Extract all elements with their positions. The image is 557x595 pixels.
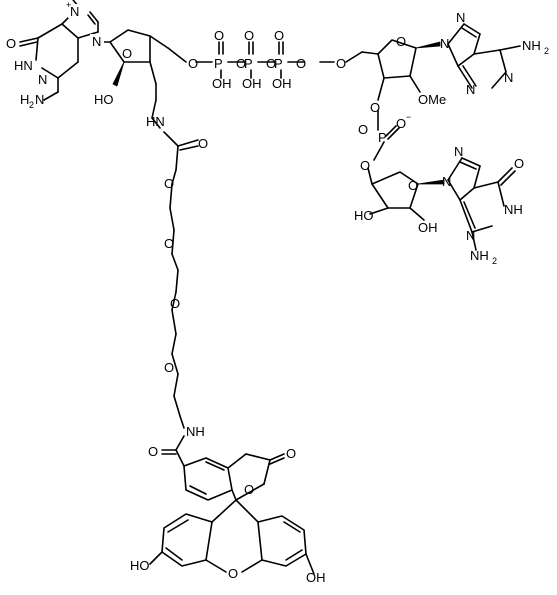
bridge-oxygen-1: O	[188, 56, 198, 71]
guanosine-5-oxygen: O	[360, 158, 370, 173]
fluorescein-dye	[149, 435, 315, 575]
phosphorus-alpha: P	[214, 56, 223, 71]
adenine-n1: N	[504, 70, 513, 85]
xanthene-oxygen: O	[228, 566, 238, 581]
hydroxyl-p2: OH	[242, 76, 262, 91]
peg-oxygen-4: O	[164, 360, 174, 375]
guanine-amine-sub: 2	[492, 256, 497, 266]
bridge-oxygen-2: O	[236, 56, 246, 71]
amine-n: N	[35, 92, 44, 107]
guanine-n1: NH	[504, 202, 523, 217]
adenine-amine-sub: 2	[544, 46, 549, 56]
ring-oxygen-lower: O	[408, 178, 418, 193]
peg-linker	[151, 117, 199, 429]
amide-oxygen-upper: O	[198, 136, 208, 151]
negative-charge: −	[406, 112, 411, 122]
amine-h: H	[20, 92, 29, 107]
phenol-left: HO	[130, 558, 150, 573]
right-ribose	[345, 39, 441, 101]
adenine-n9: N	[440, 36, 449, 51]
lactone-carbonyl: O	[286, 446, 296, 461]
bridge-oxygen-5: O	[336, 56, 346, 71]
peg-oxygen-2: O	[164, 236, 174, 251]
positive-charge: +	[66, 0, 71, 10]
phosphoryl-oxygen-2: O	[244, 28, 254, 43]
guanine-carbonyl: O	[514, 156, 524, 171]
internucleotide-phosphorus: P	[378, 130, 387, 145]
n3-nitrogen: N	[38, 72, 47, 87]
methoxy-group: OMe	[418, 92, 446, 107]
n1-hydrogen: HN	[14, 58, 33, 73]
phosphate-anion-oxygen: O	[396, 116, 406, 131]
ribose-3-oxygen: O	[370, 100, 380, 115]
ring-oxygen-right: O	[396, 34, 406, 49]
phosphoryl-oxygen-1: O	[214, 28, 224, 43]
ring-oxygen-left: O	[122, 46, 132, 61]
bridge-oxygen-3: O	[266, 56, 276, 71]
phosphate-ester-oxygen: O	[358, 122, 368, 137]
2-hydroxyl-lower: OH	[418, 220, 438, 235]
lactone-oxygen: O	[244, 482, 254, 497]
phosphoryl-oxygen-3: O	[274, 28, 284, 43]
peg-oxygen-3: O	[170, 296, 180, 311]
phosphodiester-link	[367, 109, 400, 185]
amine-subscript: 2	[29, 100, 34, 110]
carbonyl-oxygen: O	[6, 36, 16, 51]
3-hydroxyl-lower: HO	[354, 208, 374, 223]
lower-guanosine	[369, 157, 516, 251]
hydroxyl-p3: OH	[272, 76, 292, 91]
amide-nitrogen-lower: NH	[186, 424, 205, 439]
triphosphate-bridge	[195, 41, 335, 79]
hydroxyl-p1: OH	[212, 76, 232, 91]
2-hydroxyl-left: HO	[94, 92, 114, 107]
phosphorus-beta: P	[244, 56, 253, 71]
adenine-base	[447, 23, 521, 89]
guanine-n7: N	[454, 144, 463, 159]
methylguanine-base	[19, 0, 99, 101]
amide-oxygen-lower: O	[148, 444, 158, 459]
guanine-amine: NH	[470, 248, 489, 263]
guanine-n3: N	[466, 228, 475, 243]
phenol-right: OH	[306, 570, 326, 585]
amide-nitrogen-upper: HN	[146, 114, 165, 129]
adenine-n7: N	[456, 10, 465, 25]
atom-labels: O N + N HN N H 2 N O HO O P O OH O P O O…	[3, 0, 549, 585]
n9-nitrogen: N	[92, 34, 101, 49]
bridge-oxygen-4: O	[296, 56, 306, 71]
guanine-n9: N	[442, 174, 451, 189]
adenine-n3: N	[466, 82, 475, 97]
peg-oxygen-1: O	[164, 176, 174, 191]
adenine-amine: NH	[522, 38, 541, 53]
n7-nitrogen: N	[70, 4, 79, 19]
phosphorus-gamma: P	[274, 56, 283, 71]
